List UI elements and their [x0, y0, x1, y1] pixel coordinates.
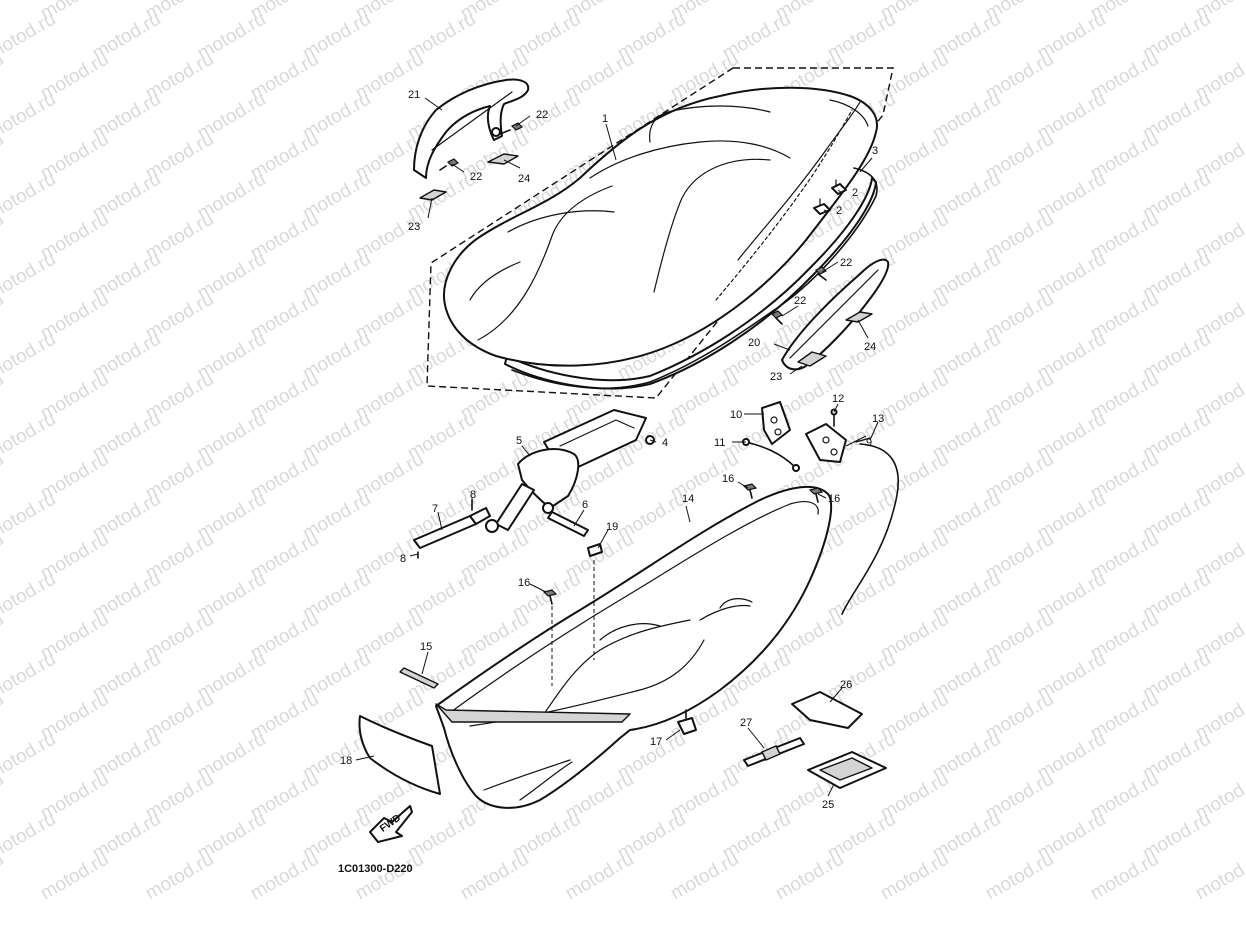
callout-10: 10: [730, 409, 742, 421]
callout-21: 21: [408, 89, 420, 101]
hinge-bracket: [485, 409, 647, 533]
callout-24: 24: [518, 173, 530, 185]
callout-labels: 21 22 22 24 23 1 3 2 2 22 22 20 24 23 5 …: [340, 89, 884, 811]
watermark-text: motod.ru: [1192, 849, 1246, 905]
watermark-text: motod.ru: [0, 489, 59, 545]
watermark-text: motod.ru: [0, 249, 59, 305]
callout-14: 14: [682, 493, 694, 505]
watermark-text: motod.ru: [37, 849, 112, 905]
watermark-text: motod.ru: [0, 89, 59, 145]
watermark-text: motod.ru: [0, 809, 59, 865]
pouch-26: [791, 691, 863, 729]
screw-16-b: [808, 487, 824, 503]
callout-16: 16: [828, 493, 840, 505]
panel-18: [358, 715, 441, 795]
callout-19: 19: [606, 521, 618, 533]
screw-16-c: [542, 589, 558, 605]
screw-22-b: [439, 158, 460, 171]
callout-22: 22: [470, 171, 482, 183]
watermark-text: motod.ru: [0, 9, 59, 65]
cap-23-right: [797, 351, 827, 367]
callout-9: 9: [866, 437, 872, 449]
seat-edge-strip: [511, 167, 878, 390]
cable-11: [742, 438, 800, 472]
callout-8: 8: [470, 489, 476, 501]
callout-27: 27: [740, 717, 752, 729]
watermark-text: motod.ru: [772, 849, 847, 905]
callout-22: 22: [536, 109, 548, 121]
callout-1: 1: [602, 113, 608, 125]
callout-24: 24: [864, 341, 876, 353]
watermark-text: motod.ru: [0, 649, 59, 705]
callout-18: 18: [340, 755, 352, 767]
callout-5: 5: [516, 435, 522, 447]
strap-27: [743, 737, 805, 767]
gas-strut: [413, 507, 491, 549]
callout-8: 8: [400, 553, 406, 565]
damper-17: [677, 709, 697, 735]
callout-22: 22: [840, 257, 852, 269]
screw-12: [830, 408, 838, 427]
forward-arrow-icon: FWD: [369, 805, 413, 843]
cap-23-left: [419, 189, 447, 201]
callout-11: 11: [714, 437, 725, 449]
callout-23: 23: [770, 371, 782, 383]
watermark-text: motod.ru: [0, 169, 59, 225]
grab-bar-right: [781, 258, 890, 371]
callout-2: 2: [836, 205, 842, 217]
callout-2: 2: [852, 187, 858, 199]
manual-25: [807, 751, 887, 789]
watermark-text: motod.ru: [142, 849, 217, 905]
callout-7: 7: [432, 503, 438, 515]
callout-15: 15: [420, 641, 432, 653]
callout-6: 6: [582, 499, 588, 511]
seat: [443, 86, 878, 390]
watermark-text: motod.ru: [457, 849, 532, 905]
callout-13: 13: [872, 413, 884, 425]
watermark-text: motod.ru: [0, 569, 59, 625]
watermark-text: motod.ru: [0, 0, 7, 24]
watermark-text: motod.ru: [982, 849, 1057, 905]
callout-25: 25: [822, 799, 834, 811]
watermark-text: motod.ru: [0, 409, 59, 465]
callout-26: 26: [840, 679, 852, 691]
callout-22: 22: [794, 295, 806, 307]
watermark-text: motod.ru: [667, 849, 742, 905]
watermark-text: motod.ru: [247, 849, 322, 905]
cap-24-left: [487, 153, 519, 165]
callout-16: 16: [518, 577, 530, 589]
watermark-text: motod.ru: [0, 329, 59, 385]
cable-13: [841, 443, 900, 615]
screw-22-d: [770, 310, 784, 325]
callout-4: 4: [662, 437, 668, 449]
shaft-6: [547, 511, 589, 537]
callout-23: 23: [408, 221, 420, 233]
screw-16-a: [742, 483, 758, 499]
watermark-text: motod.ru: [562, 849, 637, 905]
watermark-text: motod.ru: [0, 729, 59, 785]
watermark-text: motod.ru: [877, 849, 952, 905]
watermark-text: motod.ru: [352, 849, 427, 905]
watermark-text: motod.ru: [1087, 849, 1162, 905]
storage-box: [435, 485, 833, 809]
leader-lines: [355, 97, 879, 797]
callout-20: 20: [748, 337, 760, 349]
latch-9: [805, 423, 847, 463]
lock-plate-10: [761, 401, 791, 445]
seat-group-frame: [426, 67, 894, 399]
screw-22-c: [814, 266, 828, 281]
seat-clip-a: [831, 179, 847, 195]
grab-bar-left: [413, 78, 530, 179]
callout-17: 17: [650, 736, 662, 748]
cap-24-right: [845, 311, 873, 323]
strip-15: [399, 667, 439, 689]
callout-3: 3: [872, 145, 878, 157]
callout-16: 16: [722, 473, 734, 485]
callout-12: 12: [832, 393, 844, 405]
diagram-code: 1C01300-D220: [338, 863, 413, 875]
screw-22-a: [499, 122, 524, 135]
